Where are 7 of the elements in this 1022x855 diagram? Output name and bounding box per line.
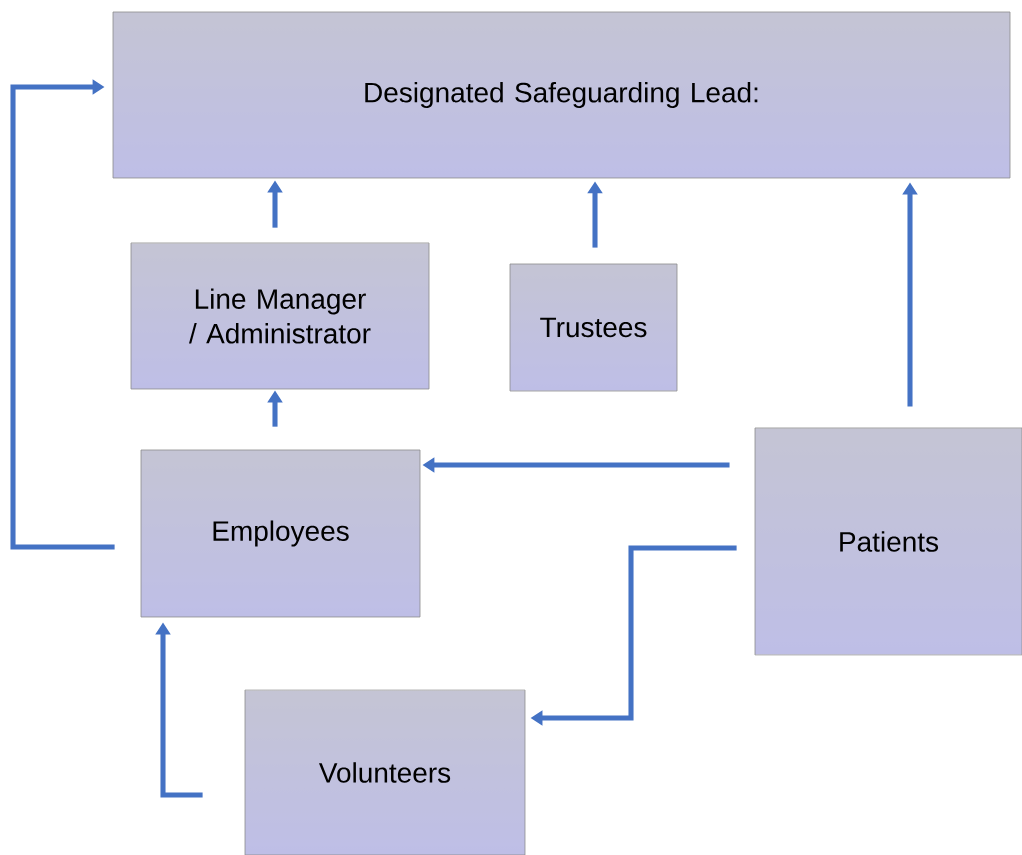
process-box: Trustees	[509, 263, 678, 392]
process-box: Designated Safeguarding Lead:	[112, 11, 1011, 179]
process-box: Patients	[754, 427, 1022, 656]
process-box: Line Manager / Administrator	[130, 242, 430, 390]
arrow	[10, 79, 115, 550]
process-box: Volunteers	[244, 689, 526, 855]
process-box: Employees	[140, 449, 421, 618]
